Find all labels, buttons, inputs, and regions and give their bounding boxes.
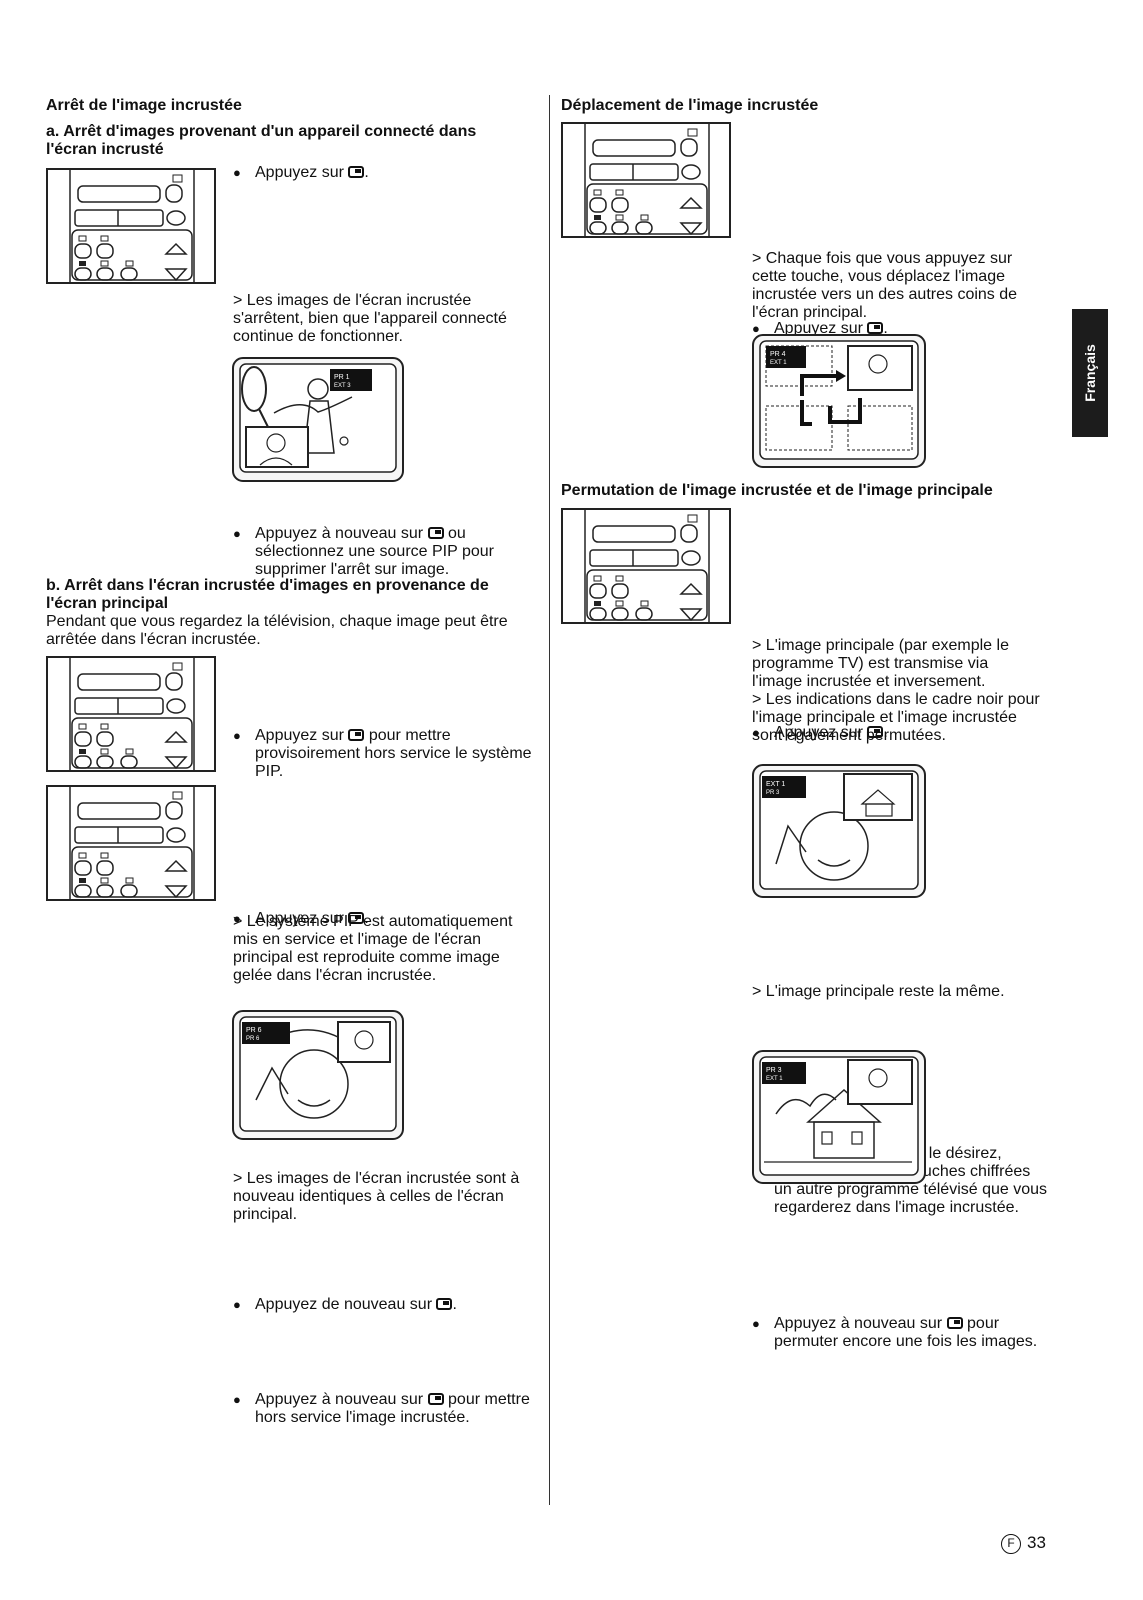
step-text: Appuyez sur (255, 910, 344, 927)
move-button-icon (867, 322, 884, 334)
result-freeze: > Les images de l'écran incrustée s'arrê… (233, 292, 507, 345)
result-swap-1: > L'image principale (par exemple le pro… (752, 637, 1009, 690)
step-press-again-b: Appuyez de nouveau sur . (233, 1296, 533, 1314)
tv4-label-1: EXT 1 (766, 781, 785, 788)
tv-illustration-house: PR 3 EXT 1 (752, 1050, 926, 1184)
step-press-move: Appuyez sur . (752, 320, 1052, 338)
tv1-label-1: PR 1 (334, 374, 350, 381)
step-text-rest: pour permuter encore une fois les images… (774, 1315, 1038, 1350)
step-press-freeze-b: Appuyez sur . (233, 910, 533, 928)
step-text: Appuyez à nouveau sur (774, 1315, 943, 1332)
result-move: > Chaque fois que vous appuyez sur cette… (752, 250, 1018, 321)
step-text: Appuyez sur (774, 320, 863, 337)
tv3-label-2: EXT 1 (770, 360, 787, 366)
result-pip-frozen: > Le système PIP est automatiquement mis… (233, 913, 513, 984)
step-swap-again: Appuyez à nouveau sur pour permuter enco… (752, 1315, 1052, 1351)
subsection-b-title: b. Arrêt dans l'écran incrustée d'images… (46, 577, 489, 612)
step-disable-pip-final: Appuyez à nouveau sur pour mettre hors s… (233, 1391, 533, 1427)
remote-control-diagram (46, 785, 216, 901)
section-title-swap: Permutation de l'image incrustée et de l… (561, 482, 993, 499)
step-text: Appuyez à nouveau sur (255, 1391, 424, 1408)
step-text: Appuyez à nouveau sur (255, 525, 424, 542)
remote-control-diagram (561, 122, 731, 238)
tv3-label-1: PR 4 (770, 351, 786, 358)
tv5-label-2: EXT 1 (766, 1076, 783, 1082)
tv-illustration-child: PR 6 PR 6 (232, 1010, 404, 1140)
subsection-a-title: a. Arrêt d'images provenant d'un apparei… (46, 123, 477, 158)
step-text: Appuyez de nouveau sur (255, 1296, 433, 1313)
step-text-rest: ou sélectionnez une source PIP pour supp… (255, 525, 494, 578)
tv1-label-2: EXT 3 (334, 383, 351, 389)
freeze-button-icon (436, 1298, 453, 1310)
tv2-label-2: PR 6 (246, 1036, 260, 1042)
section-title-move: Déplacement de l'image incrustée (561, 97, 819, 114)
step-text: Appuyez sur (255, 164, 344, 181)
remote-control-diagram (46, 168, 216, 284)
language-tab: Français (1072, 309, 1108, 437)
pip-button-icon (427, 1393, 444, 1405)
page-number: F 33 (1001, 1533, 1046, 1554)
tv-illustration-swap: EXT 1 PR 3 (752, 764, 926, 898)
language-tab-label: Français (1082, 344, 1098, 402)
step-disable-pip: Appuyez sur pour mettre provisoirement h… (233, 727, 533, 781)
remote-control-diagram (561, 508, 731, 624)
freeze-button-icon (348, 912, 365, 924)
column-divider (549, 95, 550, 1505)
step-text-rest: pour mettre hors service l'image incrust… (255, 1391, 530, 1426)
subsection-b-intro: Pendant que vous regardez la télévision,… (46, 613, 508, 648)
section-title-freeze: Arrêt de l'image incrustée (46, 97, 242, 114)
tv-illustration-tennis: PR 1 EXT 3 (232, 357, 404, 482)
step-text-rest: pour mettre provisoirement hors service … (255, 727, 532, 780)
step-press-again: Appuyez à nouveau sur ou sélectionnez un… (233, 525, 533, 579)
remote-control-diagram (46, 656, 216, 772)
pip-button-icon (348, 729, 365, 741)
freeze-button-icon (427, 527, 444, 539)
tv-illustration-corners: PR 4 EXT 1 (752, 334, 926, 468)
result-pip-identical: > Les images de l'écran incrustée sont à… (233, 1170, 520, 1223)
tv5-label-1: PR 3 (766, 1067, 782, 1074)
step-text: Appuyez sur (774, 724, 863, 741)
swap-button-icon (867, 726, 884, 738)
tv4-label-2: PR 3 (766, 790, 780, 796)
step-text: Appuyez sur (255, 727, 344, 744)
result-main-same: > L'image principale reste la même. (752, 983, 1005, 1000)
step-press-swap: Appuyez sur . (752, 724, 1052, 742)
swap-button-icon (946, 1317, 963, 1329)
freeze-button-icon (348, 166, 365, 178)
tv2-label-1: PR 6 (246, 1027, 262, 1034)
page-number-value: 33 (1027, 1533, 1046, 1552)
step-press-freeze: Appuyez sur . (233, 164, 533, 182)
result-swap-2: > Les indications dans le cadre noir pou… (752, 691, 1040, 744)
language-code-circle: F (1001, 1534, 1021, 1554)
